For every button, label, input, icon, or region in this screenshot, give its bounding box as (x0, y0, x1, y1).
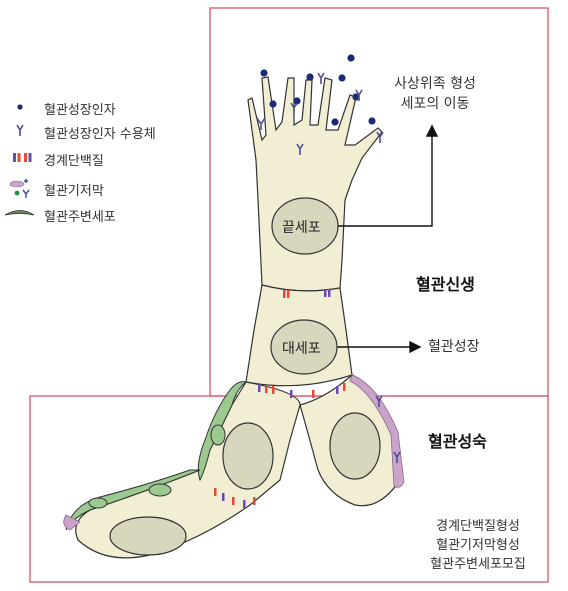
legend-label-pericyte: 혈관주변세포 (44, 210, 116, 225)
growth-factor-icon (17, 104, 23, 110)
arrows (337, 124, 439, 354)
legend-label-basement-membrane: 혈관기저막 (44, 184, 104, 199)
legend-icons (4, 104, 35, 216)
receptor-icon (16, 124, 24, 136)
maturation-steps: 경계단백질형성 혈관기저막형성 혈관주변세포모집 (412, 517, 544, 574)
nuclei (109, 197, 381, 556)
tip-migration-line2: 세포의 이동 (400, 96, 470, 112)
legend-label-growth-factor: 혈관성장인자 (44, 103, 116, 118)
pericyte-nucleus-2 (148, 483, 172, 497)
branch-nucleus-right (329, 412, 381, 480)
legend-label-junction-protein: 경계단백질 (44, 154, 104, 169)
branch-nucleus-lower (109, 516, 187, 556)
branch-nucleus-left (222, 422, 274, 490)
pericyte-icon (4, 210, 35, 216)
growth-factors (260, 54, 376, 126)
stalk-cell-label: 대세포 (282, 341, 321, 357)
maturation-step-3: 혈관주변세포모집 (430, 557, 526, 572)
tip-migration-callout: 사상위족 형성 세포의 이동 (380, 74, 490, 114)
vascular-growth-label: 혈관성장 (428, 339, 480, 355)
tip-migration-arrow (338, 128, 433, 227)
basement-membrane-icon (9, 179, 30, 198)
maturation-section-title: 혈관성숙 (428, 432, 487, 451)
angiogenesis-section-title: 혈관신생 (416, 275, 475, 294)
maturation-step-2: 혈관기저막형성 (436, 538, 520, 553)
pericyte-nucleus-3 (88, 497, 108, 509)
tip-cell-label: 끝세포 (282, 220, 321, 236)
legend-label-receptor: 혈관성장인자 수용체 (44, 127, 156, 142)
pericytes (65, 381, 248, 531)
pericyte-upper (197, 381, 248, 482)
tip-migration-line1: 사상위족 형성 (394, 76, 476, 92)
junction-protein-icon (13, 153, 32, 162)
junction-proteins (214, 289, 346, 508)
pericyte-nucleus-1 (210, 424, 226, 446)
maturation-step-1: 경계단백질형성 (436, 519, 520, 534)
receptors (256, 72, 401, 463)
tip-cell (247, 76, 383, 292)
